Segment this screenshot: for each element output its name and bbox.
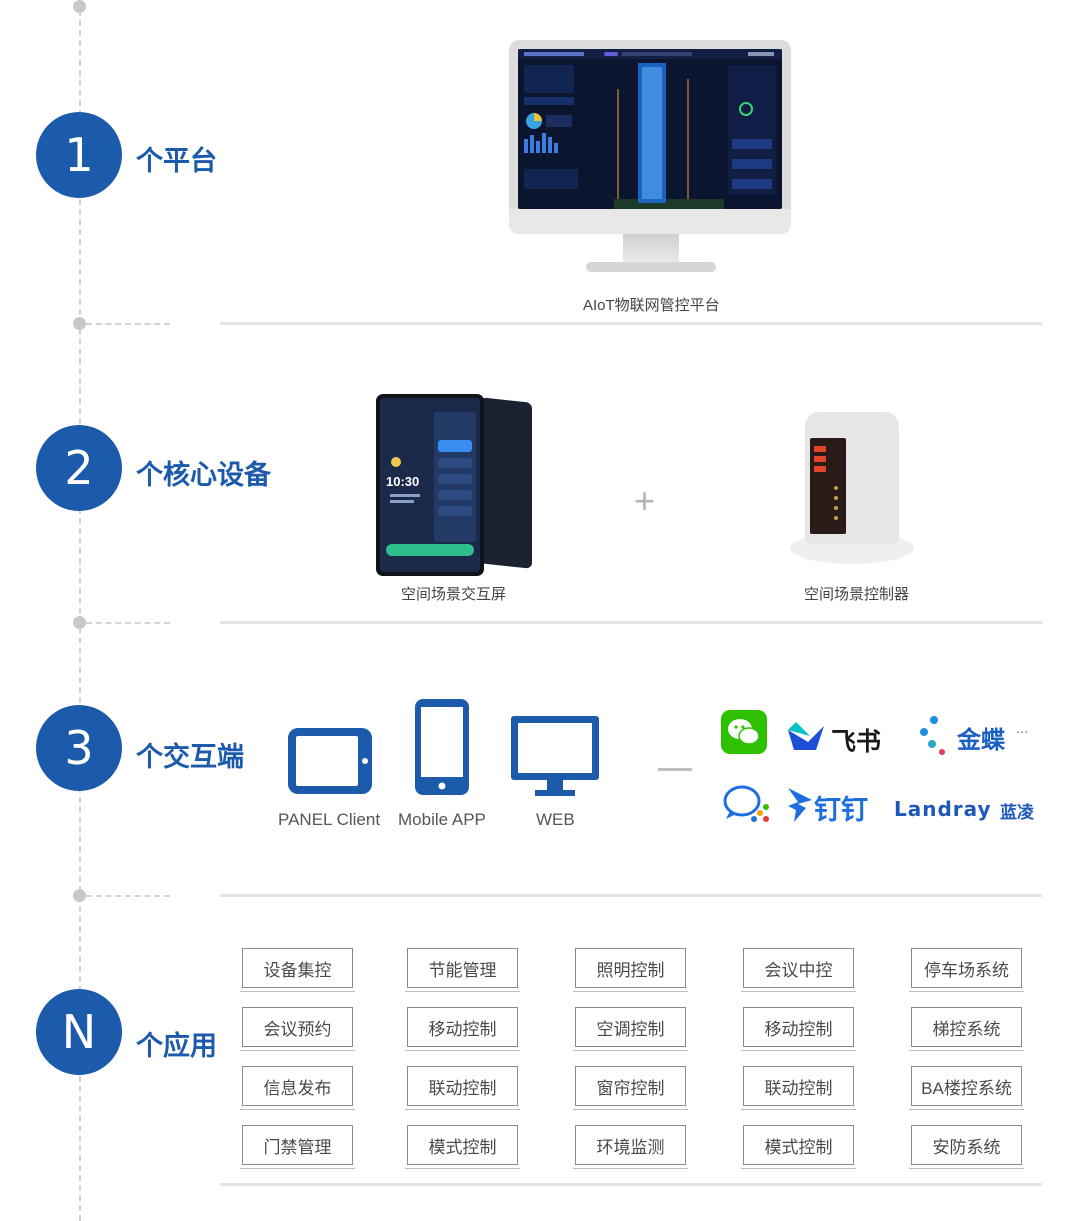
section-number-badge: 1 (36, 112, 122, 198)
section-number-badge: N (36, 989, 122, 1075)
controller-caption: 空间场景控制器 (804, 586, 910, 603)
application-tag: 会议预约 (240, 1007, 355, 1051)
application-tag: 移动控制 (741, 1007, 856, 1051)
dingtalk-icon (786, 786, 814, 829)
desktop-icon (509, 714, 601, 803)
section-title: 个应用 (136, 1031, 217, 1062)
section-divider (220, 1183, 1042, 1186)
timeline-line (79, 0, 81, 1221)
section-number-badge: 2 (36, 425, 122, 511)
application-tag: BA楼控系统 (909, 1066, 1024, 1110)
section-divider (220, 894, 1042, 897)
feishu-icon (786, 720, 826, 759)
timeline-dash (86, 323, 170, 325)
application-tag: 会议中控 (741, 948, 856, 992)
application-tag: 停车场系统 (909, 948, 1024, 992)
monitor-base (586, 262, 716, 272)
application-tag: 门禁管理 (240, 1125, 355, 1169)
application-tag: 安防系统 (909, 1125, 1024, 1169)
application-tag: 节能管理 (405, 948, 520, 992)
panel-screen: 10:30 (380, 398, 480, 572)
section-divider (220, 621, 1042, 624)
mobile-icon (413, 697, 471, 802)
section-number-badge: 3 (36, 705, 122, 791)
section-title: 个平台 (136, 146, 217, 177)
client-label: PANEL Client (278, 810, 381, 829)
application-tag: 模式控制 (405, 1125, 520, 1169)
wecom-icon (722, 783, 772, 830)
interactive-panel-image: 10:30 (376, 394, 484, 576)
application-tag: 联动控制 (741, 1066, 856, 1110)
timeline-dot (73, 889, 86, 902)
application-tag: 设备集控 (240, 948, 355, 992)
kingdee-label: 金蝶 (957, 726, 1005, 754)
panel-caption: 空间场景交互屏 (401, 586, 507, 603)
application-tag: 模式控制 (741, 1125, 856, 1169)
kingdee-icon (918, 716, 952, 761)
application-tag: 移动控制 (405, 1007, 520, 1051)
timeline-dot (73, 616, 86, 629)
client-label: Mobile APP (398, 810, 486, 829)
timeline-dot (73, 317, 86, 330)
application-tag: 空调控制 (573, 1007, 688, 1051)
separator-dash (658, 768, 692, 771)
tablet-side-view (480, 397, 532, 569)
panel-clock: 10:30 (386, 474, 420, 489)
section-divider (220, 322, 1042, 325)
client-label: WEB (536, 810, 575, 829)
monitor-image (509, 40, 791, 234)
wechat-icon (721, 710, 767, 759)
plus-sign: + (634, 480, 656, 521)
timeline-dash (86, 895, 170, 897)
application-tag: 照明控制 (573, 948, 688, 992)
section-title: 个交互端 (136, 742, 244, 773)
monitor-chin (509, 209, 791, 234)
monitor-stand (623, 234, 679, 264)
section-title: 个核心设备 (136, 460, 271, 491)
application-tag: 梯控系统 (909, 1007, 1024, 1051)
tablet-icon (286, 726, 374, 801)
dingtalk-label: 钉钉 (814, 795, 868, 826)
application-tag: 环境监测 (573, 1125, 688, 1169)
platform-caption: AIoT物联网管控平台 (583, 297, 720, 314)
feishu-label: 飞书 (831, 727, 882, 756)
application-tag: 联动控制 (405, 1066, 520, 1110)
timeline-dot (73, 0, 86, 13)
dashboard-screen (518, 49, 782, 209)
timeline-dash (86, 622, 170, 624)
more-ellipsis: ··· (1016, 726, 1029, 741)
controller-panel (810, 438, 846, 534)
landray-label: Landray (894, 797, 992, 821)
application-tag: 信息发布 (240, 1066, 355, 1110)
application-tag: 窗帘控制 (573, 1066, 688, 1110)
landray-cn-label: 蓝凌 (1000, 803, 1034, 823)
